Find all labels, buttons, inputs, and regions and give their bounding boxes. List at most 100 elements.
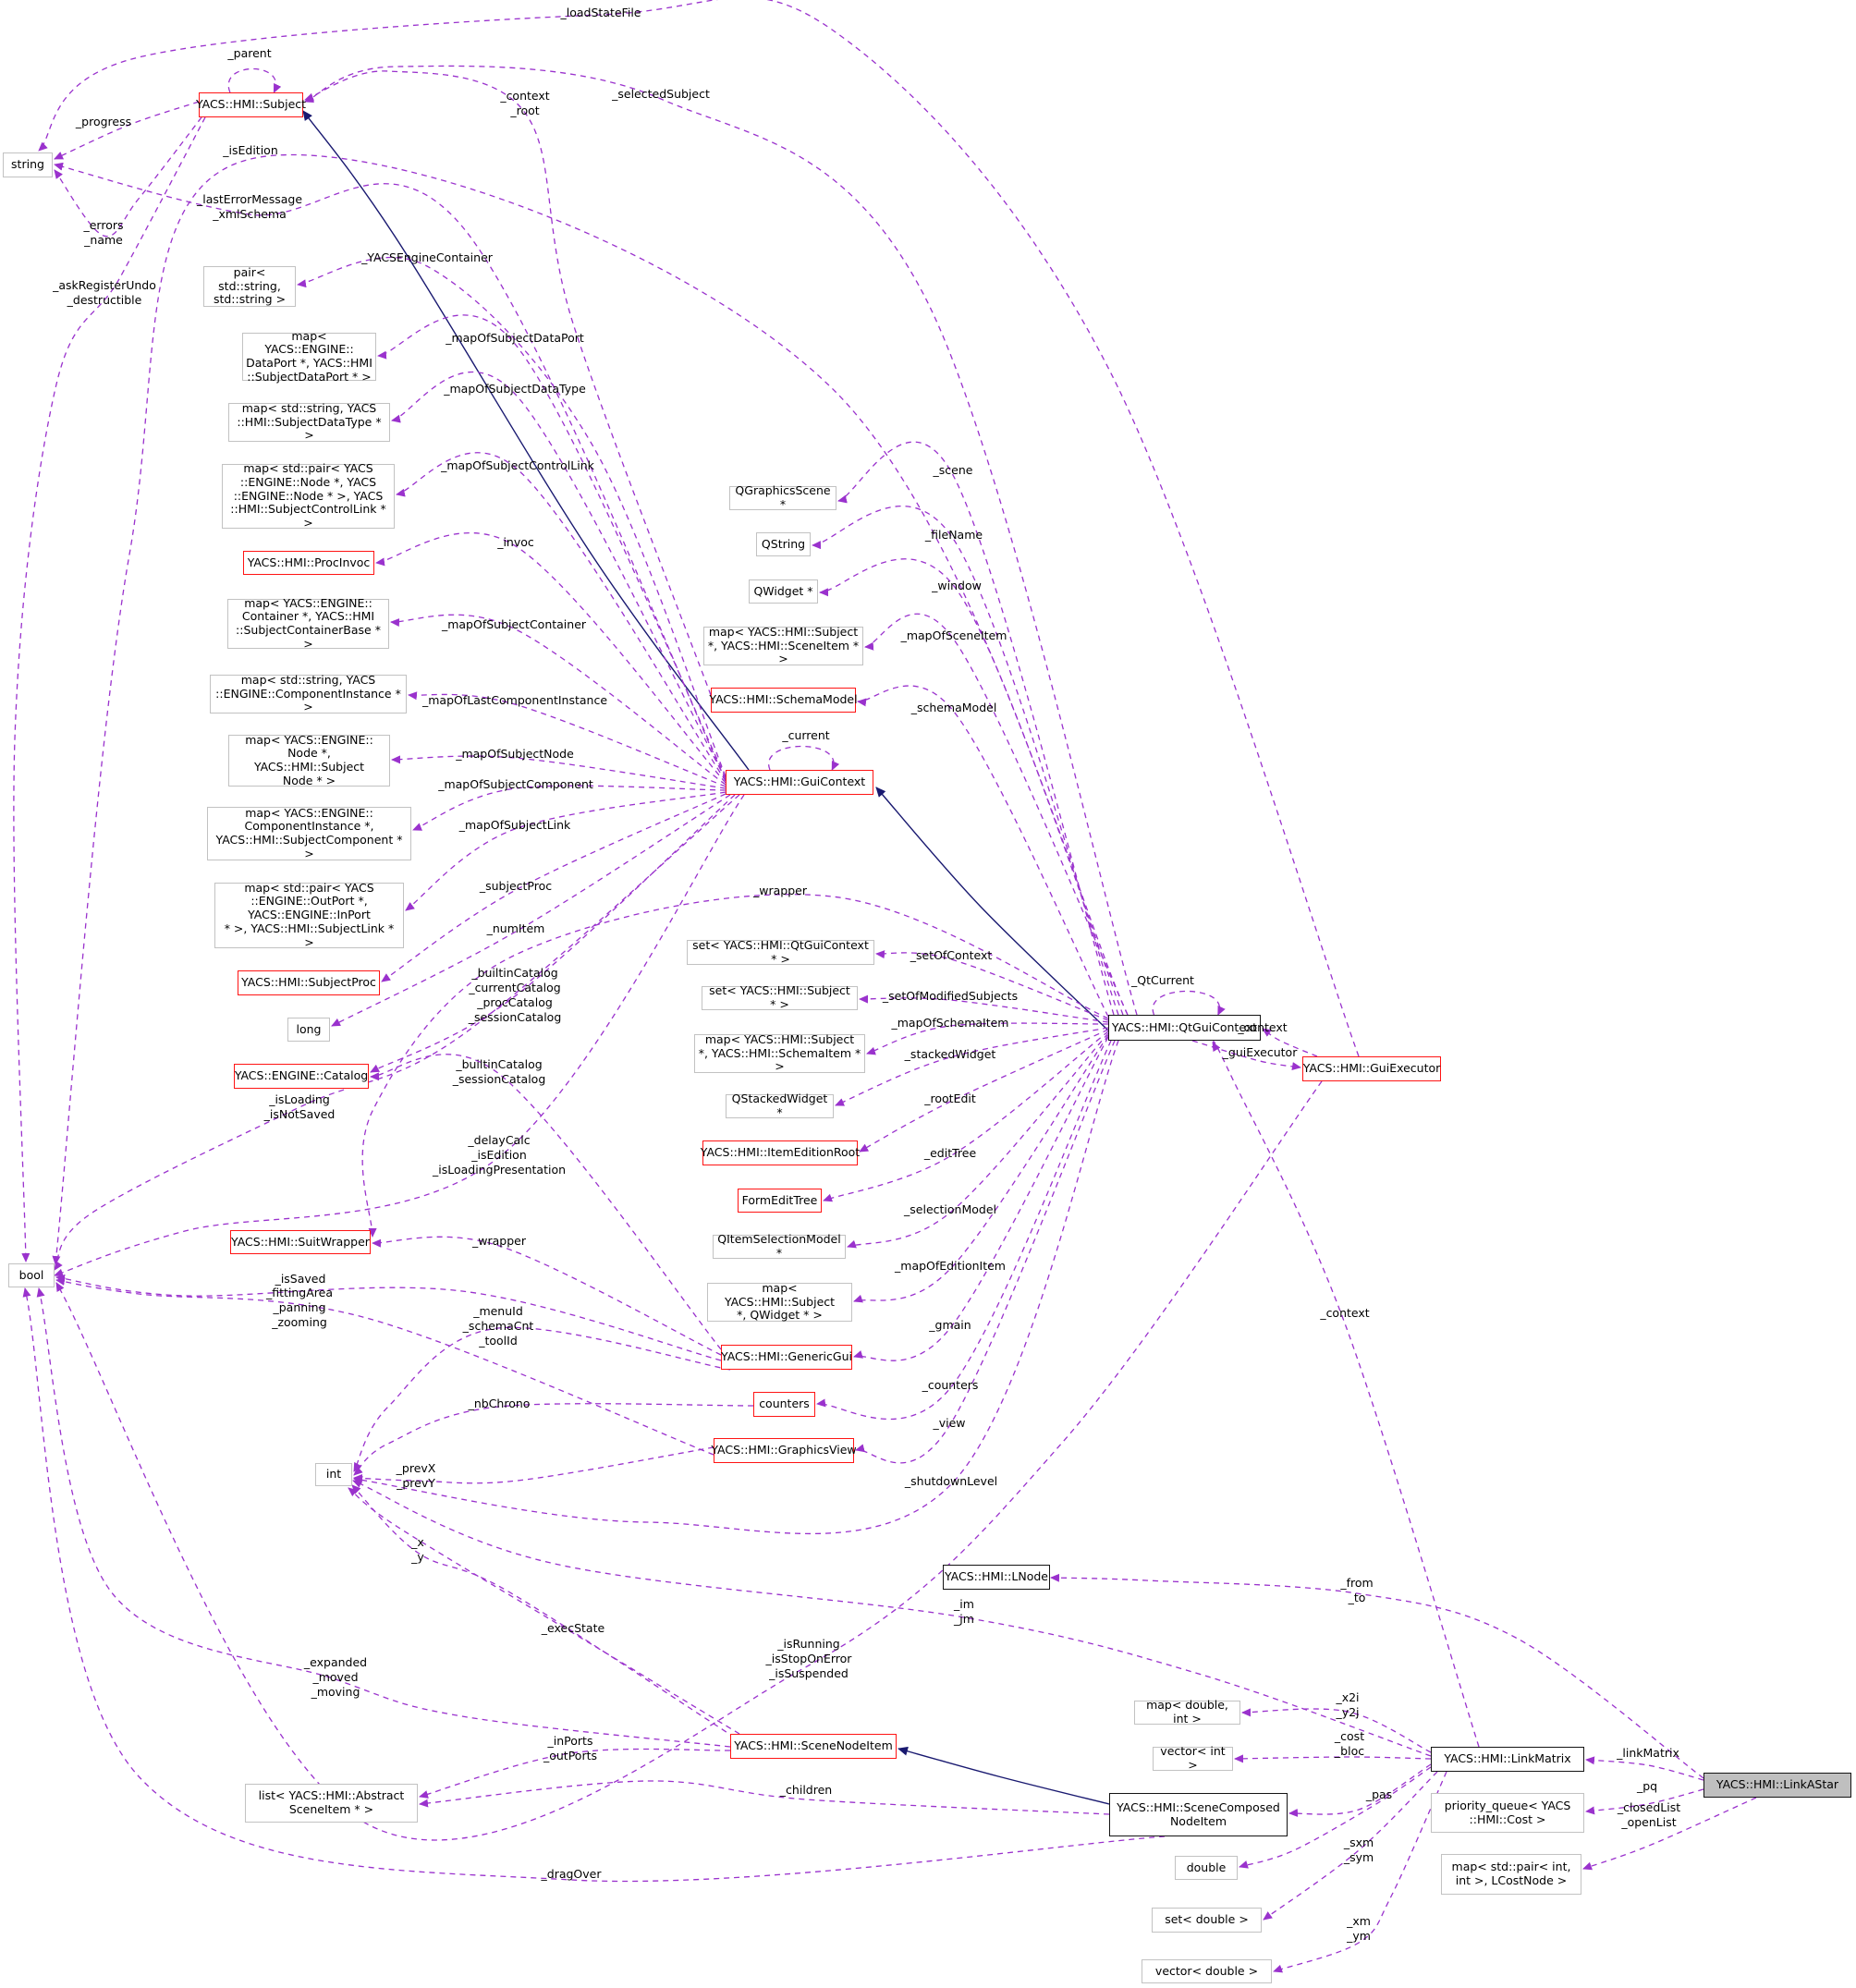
edge-label: _window	[932, 579, 982, 592]
edge-label: _fittingArea _panning _zooming	[265, 1286, 334, 1329]
edge-qtguicontext-itemeditionroot	[859, 1029, 1109, 1153]
edge-graphicsview-bool	[55, 1277, 714, 1456]
edge-label: _dragOver	[541, 1867, 602, 1881]
edge-qtguicontext-qstackedwidget	[835, 1027, 1109, 1106]
node-mapcontrollink: map< std::pair< YACS ::ENGINE::Node *, Y…	[222, 461, 395, 530]
node-subject[interactable]: YACS::HMI::Subject	[196, 92, 306, 117]
edge-label: _x _y	[411, 1535, 424, 1564]
edge-qtguicontext-guiexecutor	[1191, 1040, 1301, 1070]
node-catalog[interactable]: YACS::ENGINE::Catalog	[234, 1064, 369, 1089]
node-scenecomposed[interactable]: YACS::HMI::SceneComposed NodeItem	[1109, 1793, 1288, 1836]
node-graphicsview[interactable]: YACS::HMI::GraphicsView	[711, 1438, 857, 1463]
edge-label: _subjectProc	[479, 879, 553, 893]
edge-qtguicontext-mapschemaitem	[866, 1022, 1109, 1055]
edge-scenenodeitem-listabstract	[419, 1748, 731, 1799]
edge-qtguicontext-qtguicontext	[1152, 990, 1226, 1016]
node-mapschemaitem: map< YACS::HMI::Subject *, YACS::HMI::Sc…	[694, 1032, 865, 1073]
edge-subject-string	[54, 116, 202, 238]
edge-label: _execState	[541, 1621, 605, 1635]
edge-label: _context _root	[500, 89, 550, 117]
edge-label: _pq	[1636, 1779, 1658, 1793]
edge-label: _askRegisterUndo _destructible	[53, 278, 156, 307]
node-vectorint: vector< int >	[1153, 1744, 1233, 1772]
node-linkastar[interactable]: YACS::HMI::LinkAStar	[1703, 1773, 1851, 1798]
edge-label: _inPorts _outPorts	[543, 1734, 598, 1762]
edge-label: _gmain	[929, 1318, 971, 1332]
edge-label: _mapOfSubjectControlLink	[441, 458, 594, 472]
edge-qtguicontext-suitwrapper	[361, 894, 1109, 1238]
node-suitwrapper[interactable]: YACS::HMI::SuitWrapper	[230, 1230, 371, 1254]
edge-label: _editTree	[923, 1146, 977, 1160]
edge-label: _mapOfSceneItem	[900, 628, 1007, 642]
edge-label: _pas	[1365, 1787, 1393, 1801]
node-long: long	[287, 1018, 330, 1042]
node-qstackedwidget: QStackedWidget *	[726, 1092, 834, 1119]
node-qwidget: QWidget *	[749, 579, 818, 604]
node-lnode[interactable]: YACS::HMI::LNode	[943, 1565, 1050, 1590]
edge-linkmatrix-vectorint	[1234, 1754, 1432, 1763]
node-mapcontainer: map< YACS::ENGINE:: Container *, YACS::H…	[227, 596, 389, 651]
node-subjectproc[interactable]: YACS::HMI::SubjectProc	[238, 970, 380, 995]
node-setsubject: set< YACS::HMI::Subject * >	[702, 983, 858, 1011]
edge-qtguicontext-counters	[816, 1040, 1112, 1420]
edge-guicontext-procinvoc	[375, 532, 727, 784]
edge-label: _invoc	[497, 535, 534, 549]
edge-counters-int	[353, 1403, 754, 1476]
edge-qtguicontext-int	[353, 1040, 1119, 1535]
edge-label: _isRunning _isStopOnError _isSuspended	[765, 1637, 852, 1680]
node-scenenodeitem[interactable]: YACS::HMI::SceneNodeItem	[730, 1734, 897, 1759]
edge-label: _mapOfSubjectDataPort	[446, 331, 584, 345]
node-mapdatatype: map< std::string, YACS ::HMI::SubjectDat…	[228, 401, 390, 442]
edge-scenenodeitem-int	[348, 1487, 740, 1735]
node-mapeditionitem: map< YACS::HMI::Subject *, QWidget * >	[707, 1281, 852, 1322]
edge-guicontext-long	[331, 794, 731, 1027]
edge-label: _nbChrono	[468, 1396, 531, 1410]
edge-label: _rootEdit	[924, 1092, 976, 1105]
node-schemamodel[interactable]: YACS::HMI::SchemaModel	[709, 688, 858, 713]
node-setqtguicontext: set< YACS::HMI::QtGuiContext * >	[687, 938, 874, 965]
edge-guicontext-subjectproc	[381, 793, 727, 982]
node-mapsubjectlink: map< std::pair< YACS ::ENGINE::OutPort *…	[214, 881, 404, 949]
edge-genericgui-catalog	[370, 1054, 722, 1350]
edge-label: _numItem	[486, 921, 545, 935]
node-string: string	[3, 152, 53, 177]
edge-label: _mapOfLastComponentInstance	[421, 693, 608, 707]
node-genericgui[interactable]: YACS::HMI::GenericGui	[721, 1345, 852, 1370]
edge-guicontext-maplastcomp	[408, 691, 727, 787]
node-counters[interactable]: counters	[753, 1392, 815, 1417]
node-mapsubjectnode: map< YACS::ENGINE:: Node *, YACS::HMI::S…	[228, 733, 390, 787]
edge-guicontext-bool	[54, 794, 745, 1277]
node-qtguicontext[interactable]: YACS::HMI::QtGuiContext	[1108, 1015, 1261, 1041]
edge-label: _setOfModifiedSubjects	[882, 989, 1019, 1003]
edge-scenecomposed-scenenodeitem	[897, 1746, 1110, 1805]
edge-qtguicontext-bool	[52, 153, 1129, 1265]
edge-qtguicontext-mapsceneitem	[864, 613, 1129, 1016]
edge-qtguicontext-genericgui	[853, 1036, 1109, 1361]
node-listabstract: list< YACS::HMI::Abstract SceneItem * >	[245, 1784, 418, 1823]
edge-label: _mapOfSubjectLink	[458, 818, 571, 832]
node-guicontext[interactable]: YACS::HMI::GuiContext	[726, 770, 873, 795]
edge-linkmatrix-mapdoubleint	[1241, 1708, 1432, 1753]
node-itemeditionroot[interactable]: YACS::HMI::ItemEditionRoot	[701, 1140, 860, 1165]
edge-guiexecutor-string	[38, 0, 1360, 1057]
edge-label: _sxm _sym	[1343, 1836, 1374, 1864]
node-mapsubjectcomp: map< YACS::ENGINE:: ComponentInstance *,…	[207, 806, 411, 860]
edge-genericgui-suitwrapper	[372, 1236, 722, 1356]
edge-label: _menuId _schemaCnt _toolId	[462, 1304, 534, 1348]
edge-label: _mapOfSubjectContainer	[441, 617, 587, 631]
edge-label: _mapOfSubjectDataType	[444, 382, 586, 396]
edge-guicontext-bool	[54, 794, 740, 1271]
node-guiexecutor[interactable]: YACS::HMI::GuiExecutor	[1302, 1056, 1441, 1081]
edge-label: _parent	[227, 46, 272, 60]
edge-subject-bool	[13, 116, 206, 1262]
node-linkmatrix[interactable]: YACS::HMI::LinkMatrix	[1431, 1747, 1584, 1772]
edge-guicontext-mapdataport	[377, 314, 727, 778]
edge-label: _selectedSubject	[612, 87, 710, 101]
edge-qtguicontext-setqtguicontext	[875, 950, 1109, 1021]
node-formedittree[interactable]: FormEditTree	[738, 1189, 822, 1213]
edge-label: _context	[1320, 1306, 1370, 1320]
edge-label: _shutdownLevel	[904, 1474, 998, 1488]
node-procinvoc[interactable]: YACS::HMI::ProcInvoc	[243, 551, 374, 575]
edge-label: _xm _ym	[1347, 1914, 1371, 1943]
edge-guicontext-string	[54, 162, 727, 781]
